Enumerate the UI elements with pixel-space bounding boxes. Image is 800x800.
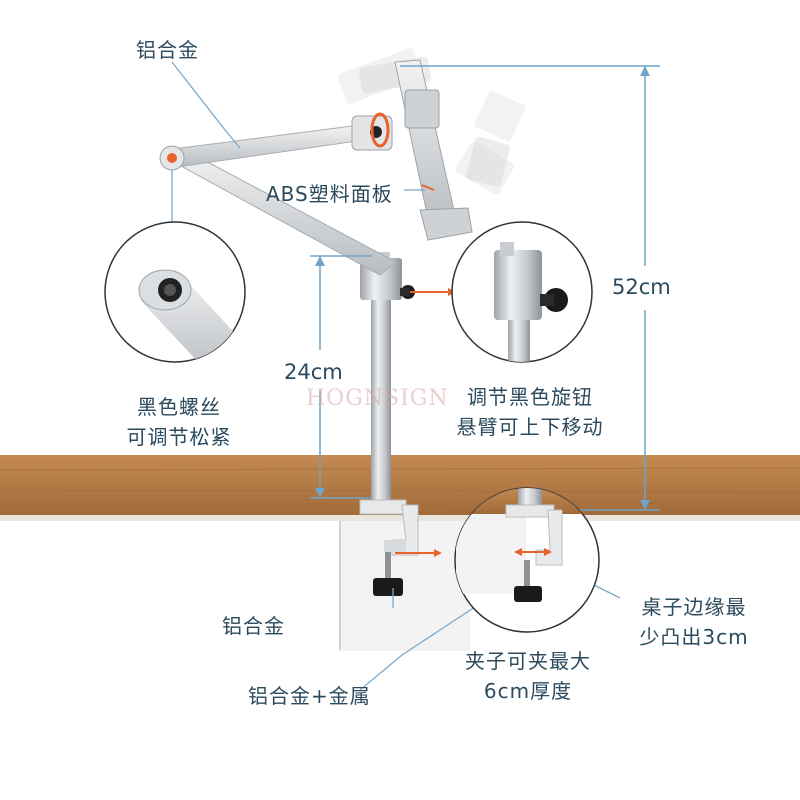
- label-abs-panel: ABS塑料面板: [266, 182, 393, 206]
- joint-marker-icon: [167, 153, 177, 163]
- dimension-lines: [310, 65, 660, 511]
- label-top-aluminum: 铝合金: [136, 38, 199, 62]
- label-bottom-aluminum: 铝合金: [222, 614, 285, 638]
- stand-pole: [360, 252, 415, 508]
- label-screw-line2: 可调节松紧: [126, 425, 232, 449]
- label-edge-line1: 桌子边缘最: [641, 595, 747, 619]
- callout-lines: [171, 61, 621, 691]
- knob-detail-circle: [451, 221, 593, 363]
- label-clamp-line2: 6cm厚度: [483, 679, 573, 703]
- label-clamp-capacity: 夹子可夹最大 6cm厚度: [438, 646, 618, 706]
- clamp-knob-icon: [373, 578, 403, 596]
- swing-arm: [159, 112, 397, 276]
- label-alloy-metal: 铝合金+金属: [248, 684, 371, 708]
- label-knob-line2: 悬臂可上下移动: [456, 415, 604, 439]
- screw-detail-circle: [104, 221, 246, 363]
- label-knob-line1: 调节黑色旋钮: [467, 385, 593, 409]
- tablet-holder: [338, 48, 526, 241]
- label-knob: 调节黑色旋钮 悬臂可上下移动: [440, 382, 620, 442]
- watermark: HOGNSIGN: [306, 386, 449, 411]
- label-table-edge: 桌子边缘最 少凸出3cm: [624, 592, 764, 652]
- label-edge-line2: 少凸出3cm: [639, 625, 749, 649]
- desk-clamp: [359, 499, 442, 596]
- label-screw-line1: 黑色螺丝: [137, 395, 221, 419]
- label-screw: 黑色螺丝 可调节松紧: [114, 392, 244, 452]
- table: [0, 455, 800, 651]
- clamp-detail-circle: [454, 487, 600, 633]
- dimension-total-height: 52cm: [612, 275, 671, 299]
- dimension-pole-height: 24cm: [284, 360, 343, 384]
- label-clamp-line1: 夹子可夹最大: [465, 649, 591, 673]
